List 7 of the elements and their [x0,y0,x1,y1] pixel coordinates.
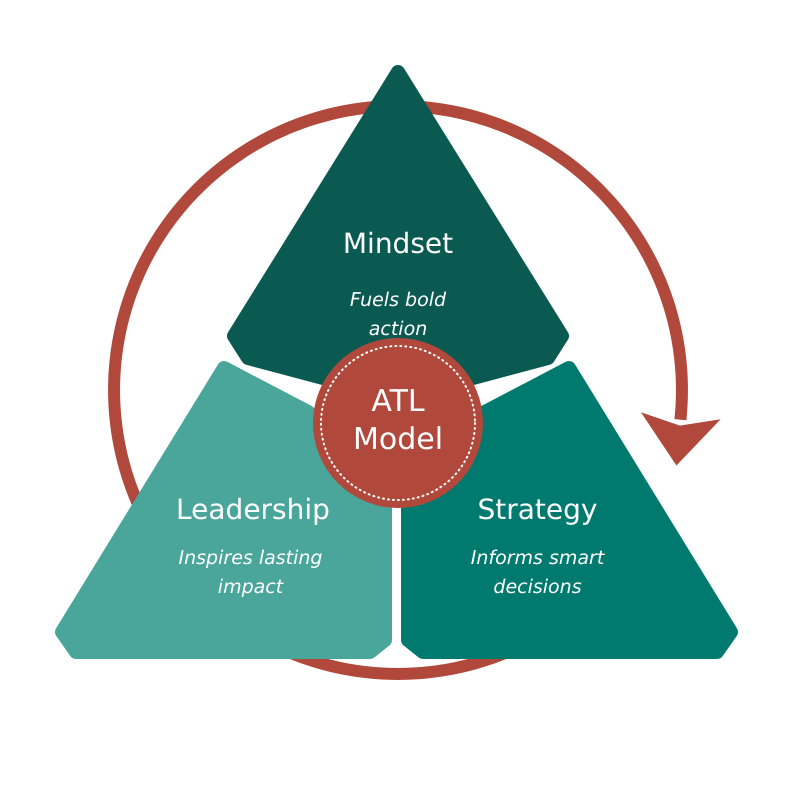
segment-description: Inspires lasting impact [178,546,324,600]
segment-description: Fuels bold action [348,288,448,342]
segment-title: Strategy [476,492,598,527]
segment-description: Informs smart decisions [470,546,606,600]
segment-title: Mindset [342,226,454,261]
center-label: ATL Model [352,383,444,458]
segment-title: Leadership [175,492,331,527]
